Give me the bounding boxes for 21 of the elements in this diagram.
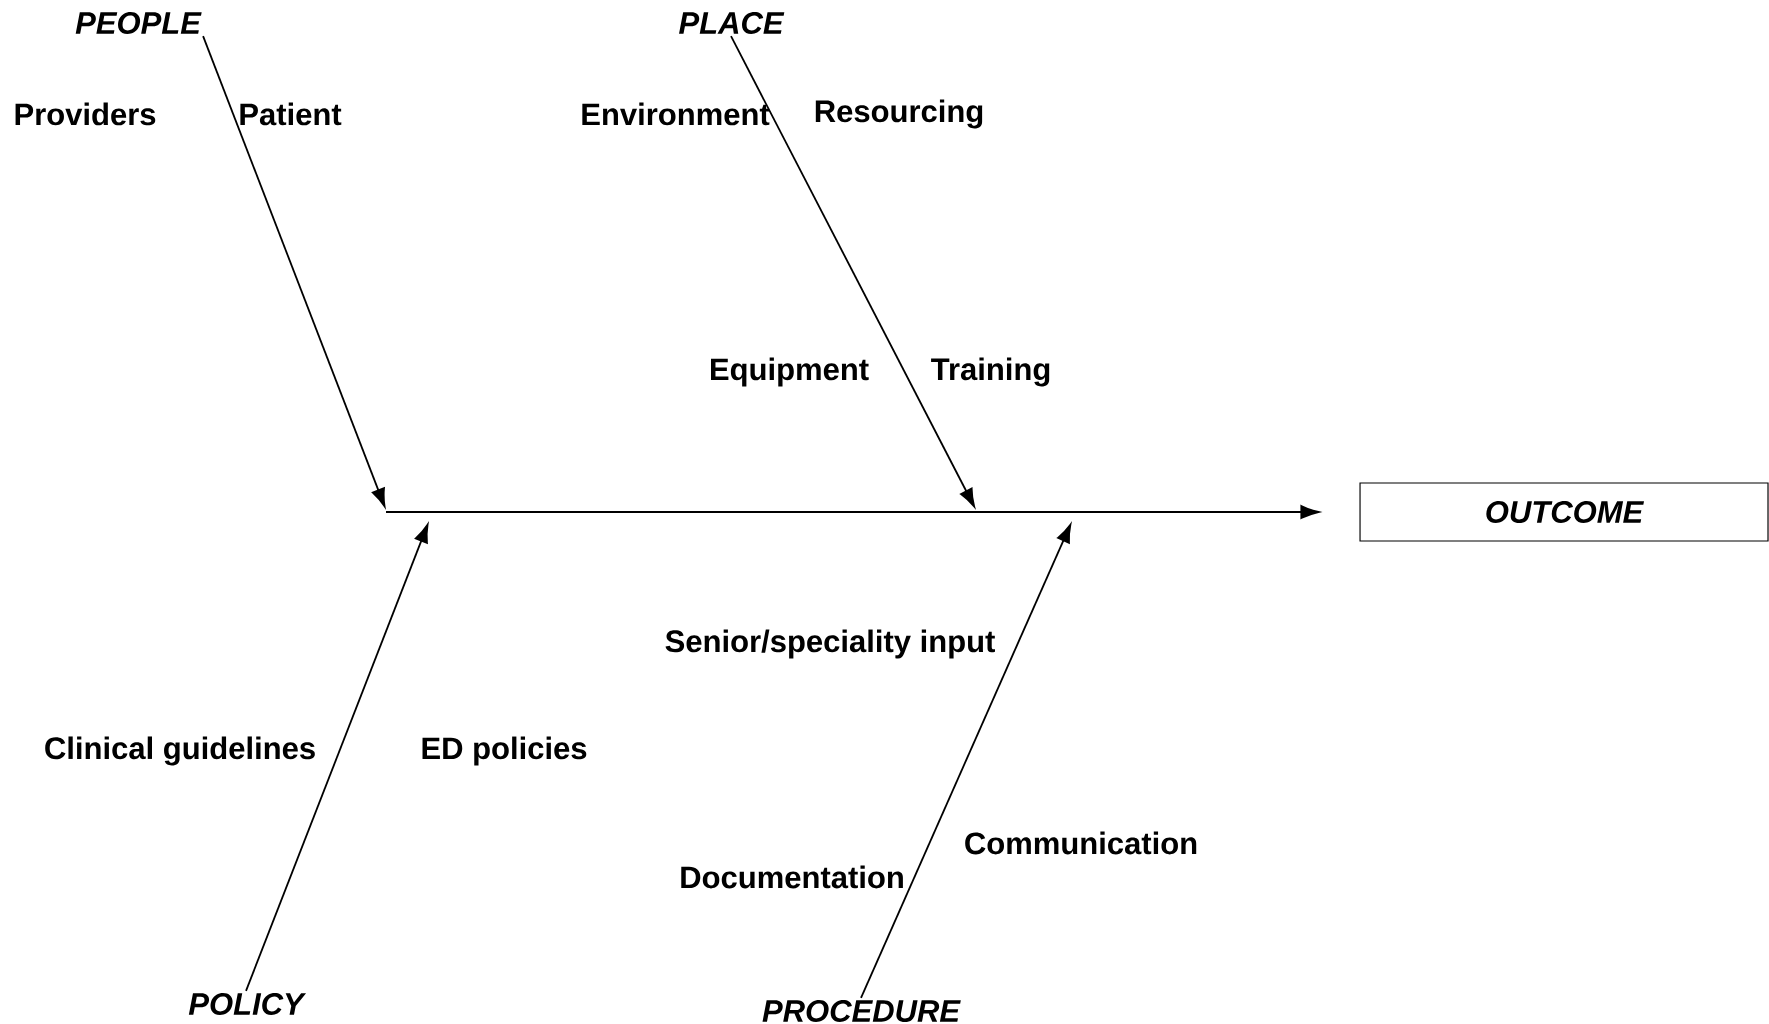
category-label: PROCEDURE	[762, 1000, 961, 1022]
cause-label: Clinical guidelines	[45, 736, 315, 766]
spine-arrow	[385, 505, 1320, 519]
arrow	[860, 523, 1072, 999]
arrow	[245, 523, 429, 992]
cause-label: Documentation	[681, 865, 903, 889]
arrow	[202, 35, 386, 508]
cause-label: Providers	[15, 102, 156, 126]
cause-label: ED policies	[422, 736, 587, 766]
cause-label: Patient	[240, 102, 342, 126]
outcome-box: OUTCOME	[1359, 482, 1769, 542]
cause-label: Equipment	[711, 357, 869, 387]
cause-label: Resourcing	[815, 99, 983, 129]
cause-label: Training	[931, 357, 1050, 387]
arrow	[730, 35, 976, 508]
category-label: PEOPLE	[75, 12, 202, 34]
cause-label: Senior/speciality input	[665, 629, 995, 659]
category-label: PLACE	[679, 12, 785, 34]
cause-label: Environment	[582, 102, 770, 126]
cause-label: Communication	[965, 831, 1197, 855]
category-label: POLICY	[188, 993, 307, 1015]
